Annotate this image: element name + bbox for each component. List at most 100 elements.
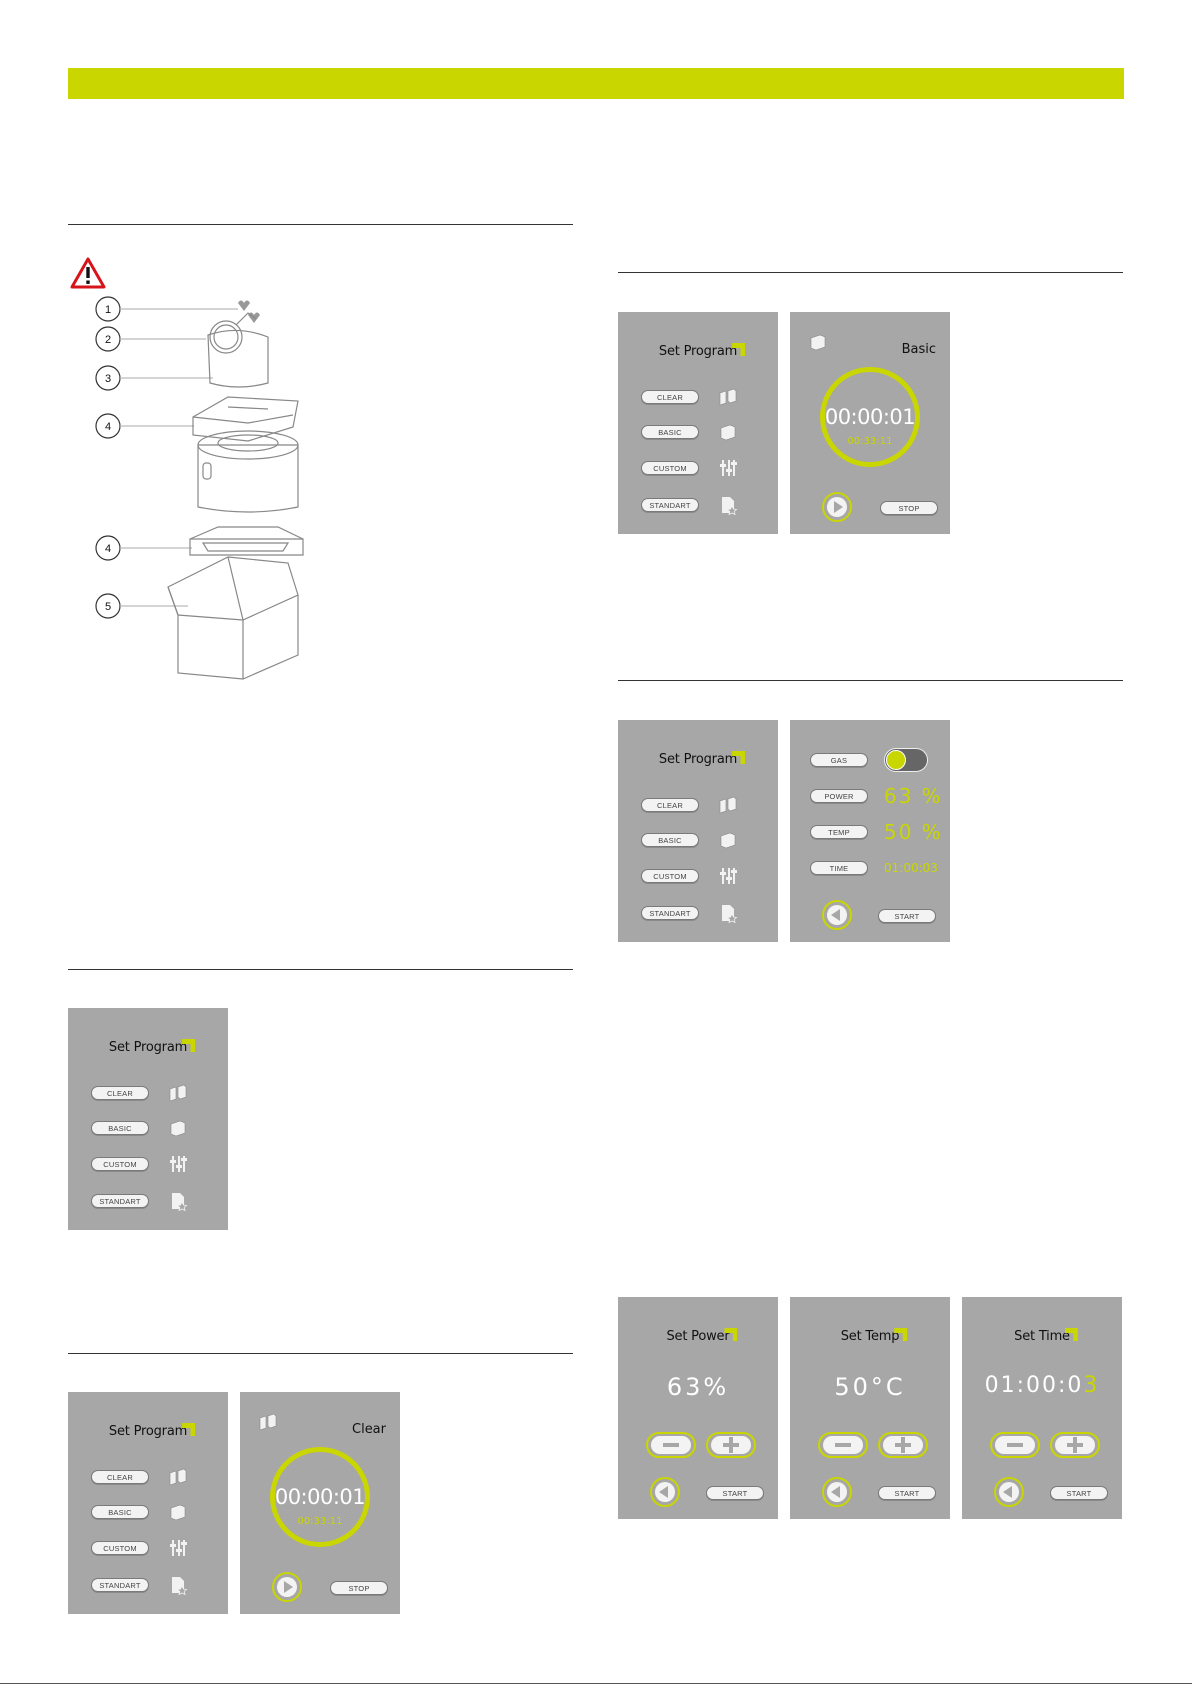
callout-1: 1 bbox=[95, 296, 238, 322]
timer-sub-display: 00:33:11 bbox=[297, 1516, 343, 1527]
timer-sub-display: 00:33:11 bbox=[847, 436, 893, 447]
time-button[interactable]: TIME bbox=[810, 861, 868, 875]
temp-button[interactable]: TEMP bbox=[810, 825, 868, 839]
increase-button[interactable] bbox=[706, 1432, 756, 1458]
callout-label: 4 bbox=[105, 543, 111, 555]
standart-button[interactable]: STANDART bbox=[91, 1194, 149, 1208]
cube-icon bbox=[170, 1504, 186, 1521]
sliders-icon bbox=[720, 460, 737, 476]
start-button[interactable]: START bbox=[878, 909, 936, 923]
minus-icon bbox=[651, 1436, 691, 1454]
standart-button[interactable]: STANDART bbox=[641, 498, 699, 512]
run-clear-panel: Clear 00:00:01 00:33:11 STOP bbox=[240, 1392, 400, 1614]
gas-button[interactable]: GAS bbox=[810, 753, 868, 767]
back-button[interactable] bbox=[994, 1477, 1024, 1507]
start-button[interactable]: START bbox=[706, 1486, 764, 1500]
plus-icon bbox=[883, 1436, 923, 1454]
cube-icon bbox=[720, 424, 736, 441]
panel-title-text: Set Temp bbox=[840, 1329, 900, 1344]
timer-display: 00:00:01 bbox=[824, 405, 916, 429]
cube-icon bbox=[720, 832, 736, 849]
stop-button[interactable]: STOP bbox=[880, 501, 938, 515]
stop-button[interactable]: STOP bbox=[330, 1581, 388, 1595]
play-button[interactable] bbox=[272, 1572, 302, 1602]
back-icon bbox=[1003, 1486, 1012, 1498]
timer-ring bbox=[270, 1447, 370, 1547]
clear-button[interactable]: CLEAR bbox=[641, 798, 699, 812]
custom-button[interactable]: CUSTOM bbox=[641, 869, 699, 883]
section-rule bbox=[68, 969, 573, 970]
packaging-diagram: 1 2 3 4 4 5 bbox=[95, 296, 304, 680]
cubes-icon bbox=[169, 1468, 187, 1486]
run-basic-panel: Basic 00:00:01 00:33:11 STOP bbox=[790, 312, 950, 534]
set-power-panel: Set Power 63% START bbox=[618, 1297, 778, 1519]
minus-icon bbox=[995, 1436, 1035, 1454]
callout-label: 2 bbox=[105, 334, 111, 346]
custom-button[interactable]: CUSTOM bbox=[641, 461, 699, 475]
section-rule bbox=[618, 680, 1123, 681]
custom-button[interactable]: CUSTOM bbox=[91, 1157, 149, 1171]
cubes-icon bbox=[259, 1413, 277, 1431]
callout-label: 4 bbox=[105, 421, 111, 433]
callout-2: 2 bbox=[95, 326, 206, 352]
panel-title-text: Set Power bbox=[666, 1329, 730, 1344]
footer-rule bbox=[0, 1683, 1192, 1684]
power-button[interactable]: POWER bbox=[810, 789, 868, 803]
panel-title: Set Program bbox=[68, 1040, 228, 1055]
custom-settings-panel: GAS POWER 63 % TEMP 50 % TIME 01:00:03 S… bbox=[790, 720, 950, 942]
panel-title: Set Temp bbox=[790, 1329, 950, 1344]
callout-label: 1 bbox=[105, 304, 111, 316]
panel-title: Set Power bbox=[618, 1329, 778, 1344]
back-icon bbox=[659, 1486, 668, 1498]
decrease-button[interactable] bbox=[646, 1432, 696, 1458]
back-button[interactable] bbox=[822, 900, 852, 930]
panel-title-text: Set Program bbox=[108, 1424, 188, 1439]
cube-icon bbox=[810, 334, 826, 351]
callout-5: 5 bbox=[95, 593, 188, 619]
callout-label: 5 bbox=[105, 601, 111, 613]
decrease-button[interactable] bbox=[818, 1432, 868, 1458]
back-icon bbox=[831, 909, 840, 921]
sliders-icon bbox=[170, 1156, 187, 1172]
cubes-icon bbox=[169, 1084, 187, 1102]
plus-icon bbox=[1055, 1436, 1095, 1454]
clear-button[interactable]: CLEAR bbox=[91, 1470, 149, 1484]
toggle-knob bbox=[886, 750, 906, 770]
increase-button[interactable] bbox=[1050, 1432, 1100, 1458]
time-setting-main: 01:00:0 bbox=[984, 1373, 1084, 1398]
panel-title-text: Set Program bbox=[108, 1040, 188, 1055]
warning-icon bbox=[70, 257, 106, 289]
start-button[interactable]: START bbox=[878, 1486, 936, 1500]
basic-button[interactable]: BASIC bbox=[91, 1121, 149, 1135]
panel-title: Set Time bbox=[962, 1329, 1122, 1344]
document-star-icon bbox=[722, 905, 738, 923]
sliders-icon bbox=[170, 1540, 187, 1556]
panel-title: Set Program bbox=[618, 752, 778, 767]
time-value: 01:00:03 bbox=[884, 861, 938, 875]
callout-3: 3 bbox=[95, 365, 213, 391]
gas-toggle[interactable] bbox=[884, 748, 928, 772]
cube-icon bbox=[170, 1120, 186, 1137]
standart-button[interactable]: STANDART bbox=[641, 906, 699, 920]
basic-button[interactable]: BASIC bbox=[641, 833, 699, 847]
increase-button[interactable] bbox=[878, 1432, 928, 1458]
clear-button[interactable]: CLEAR bbox=[641, 390, 699, 404]
time-setting-value: 01:00:03 bbox=[962, 1373, 1122, 1398]
panel-title-text: Set Time bbox=[1014, 1329, 1070, 1344]
basic-button[interactable]: BASIC bbox=[91, 1505, 149, 1519]
minus-icon bbox=[823, 1436, 863, 1454]
basic-button[interactable]: BASIC bbox=[641, 425, 699, 439]
panel-title: Set Program bbox=[68, 1424, 228, 1439]
panel-title-text: Set Program bbox=[658, 344, 738, 359]
standart-button[interactable]: STANDART bbox=[91, 1578, 149, 1592]
decrease-button[interactable] bbox=[990, 1432, 1040, 1458]
start-button[interactable]: START bbox=[1050, 1486, 1108, 1500]
callout-label: 3 bbox=[105, 373, 111, 385]
set-program-panel: Set Program CLEAR BASIC CUSTOM STANDART bbox=[68, 1008, 228, 1230]
back-button[interactable] bbox=[650, 1477, 680, 1507]
clear-button[interactable]: CLEAR bbox=[91, 1086, 149, 1100]
cubes-icon bbox=[719, 796, 737, 814]
play-button[interactable] bbox=[822, 492, 852, 522]
back-button[interactable] bbox=[822, 1477, 852, 1507]
custom-button[interactable]: CUSTOM bbox=[91, 1541, 149, 1555]
